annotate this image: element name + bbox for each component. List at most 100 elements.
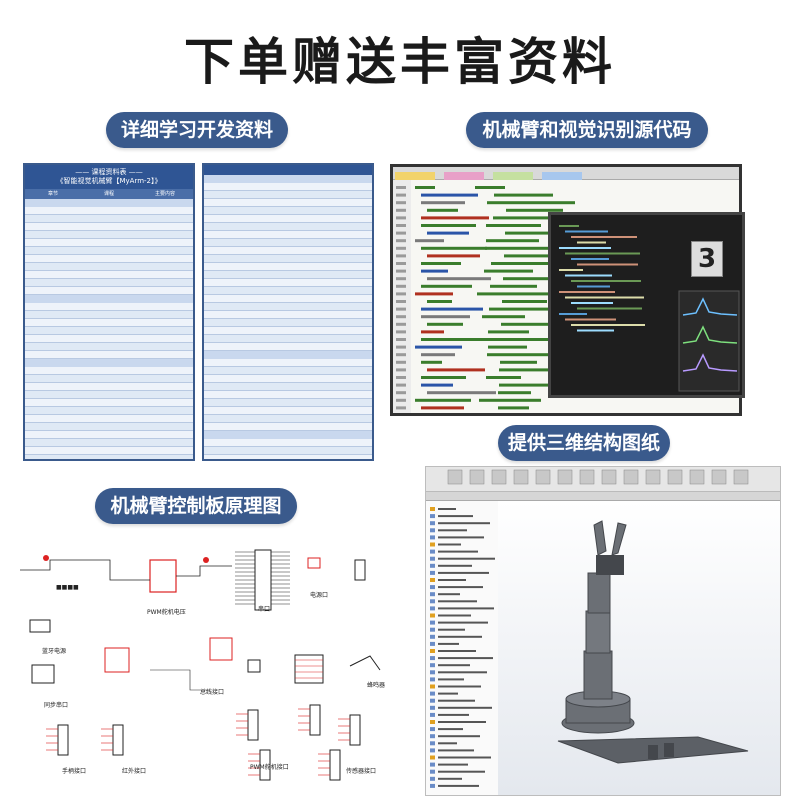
doc-row (25, 239, 193, 247)
doc-row (204, 207, 372, 215)
doc-row (25, 415, 193, 423)
doc-row (204, 439, 372, 447)
schematic-label-6: 蜂鸣器 (367, 682, 386, 689)
code-section-label: 机械臂和视觉识别源代码 (466, 112, 708, 148)
page-title: 下单赠送丰富资料 (184, 33, 616, 91)
doc-row (25, 407, 193, 415)
doc-row (204, 287, 372, 295)
schematic-label-1: 串口 (258, 606, 271, 613)
course-doc-card-1: —— 课程资料表 —— 《智能视觉机械臂【MyArm-2】》 章节 课程 主要内… (23, 163, 195, 461)
doc-column-content: 主要内容 (154, 191, 175, 197)
schematic-label-7: 手柄接口 (62, 768, 87, 775)
doc-row (25, 223, 193, 231)
schematic-label-4: 总线接口 (200, 689, 225, 696)
doc-row (25, 431, 193, 439)
doc-row (25, 367, 193, 375)
doc-row (204, 231, 372, 239)
doc-section-row (204, 431, 372, 439)
doc-row (25, 343, 193, 351)
doc-row (204, 415, 372, 423)
doc-header-line2: 《智能视觉机械臂【MyArm-2】》 (56, 177, 162, 185)
doc-row (204, 423, 372, 431)
doc-row (25, 215, 193, 223)
doc-section-row (204, 351, 372, 359)
doc-row (25, 207, 193, 215)
doc-row (25, 263, 193, 271)
cad-toolbar (426, 467, 780, 492)
doc-row (204, 311, 372, 319)
doc-row (204, 455, 372, 459)
doc-row (25, 383, 193, 391)
doc-row (204, 367, 372, 375)
doc-row (25, 351, 193, 359)
doc-row (204, 271, 372, 279)
schematic-label-8: 红外接口 (122, 768, 147, 775)
code-lines (393, 180, 589, 413)
doc-rows-2 (204, 175, 372, 459)
course-doc-card-2 (202, 163, 374, 461)
schematic-label-10: 传感器接口 (346, 768, 377, 775)
schematic-label-power-pwm: ■■■■ (56, 584, 79, 591)
doc-column-lesson: 课程 (103, 191, 114, 197)
schematic-section-label: 机械臂控制板原理图 (95, 488, 297, 524)
schematic-label-2: 电源口 (310, 592, 329, 599)
doc-row (204, 263, 372, 271)
schematic-label-3: 蓝牙电源 (42, 648, 67, 655)
doc-column-headers-2 (204, 165, 372, 175)
doc-column-headers: 章节 课程 主要内容 (25, 189, 193, 199)
doc-row (204, 191, 372, 199)
doc-row (204, 215, 372, 223)
doc-column-chapter: 章节 (47, 191, 58, 197)
doc-header: —— 课程资料表 —— 《智能视觉机械臂【MyArm-2】》 (25, 165, 193, 189)
schematic-drawing: ■■■■ PWM舵机电压 串口 电源口 蓝牙电源 总线接口 同步串口 蜂鸣器 手… (10, 540, 395, 795)
doc-row (25, 439, 193, 447)
doc-row (204, 199, 372, 207)
doc-row (25, 287, 193, 295)
doc-row (25, 447, 193, 455)
doc-row (204, 223, 372, 231)
doc-row (204, 303, 372, 311)
doc-row (25, 319, 193, 327)
doc-row (204, 399, 372, 407)
doc-section-row (204, 175, 372, 183)
doc-row (204, 247, 372, 255)
docs-section-label: 详细学习开发资料 (106, 112, 288, 148)
schematic-svg (20, 549, 381, 781)
doc-header-line1: —— 课程资料表 —— (75, 168, 143, 176)
doc-row (25, 327, 193, 335)
schematic-label-5: 同步串口 (44, 702, 69, 709)
editor-tab-bar (393, 167, 739, 180)
doc-row (204, 295, 372, 303)
vision-code-screenshot: 3 (548, 212, 745, 398)
recognized-digit: 3 (691, 241, 723, 277)
doc-row (25, 255, 193, 263)
cad-feature-tree (426, 501, 499, 795)
doc-rows (25, 199, 193, 459)
doc-row (204, 447, 372, 455)
doc-row (25, 423, 193, 431)
doc-row (204, 343, 372, 351)
doc-row (25, 399, 193, 407)
doc-row (25, 311, 193, 319)
cad-tab-bar (426, 492, 780, 501)
cad-screenshot (425, 466, 781, 796)
doc-section-row (25, 359, 193, 367)
doc-row (204, 183, 372, 191)
doc-row (204, 391, 372, 399)
schematic-label-9: PWM舵机接口 (250, 764, 289, 771)
doc-section-row (25, 199, 193, 207)
doc-row (25, 271, 193, 279)
doc-row (25, 231, 193, 239)
cad-viewport (498, 501, 780, 795)
doc-row (204, 335, 372, 343)
doc-row (25, 303, 193, 311)
doc-row (25, 455, 193, 459)
doc-row (204, 239, 372, 247)
doc-row (25, 375, 193, 383)
doc-row (25, 279, 193, 287)
cad-section-label: 提供三维结构图纸 (498, 425, 670, 461)
robot-arm-3d-model (557, 520, 749, 764)
schematic-label-0: PWM舵机电压 (147, 609, 186, 616)
doc-section-row (25, 295, 193, 303)
doc-row (204, 255, 372, 263)
